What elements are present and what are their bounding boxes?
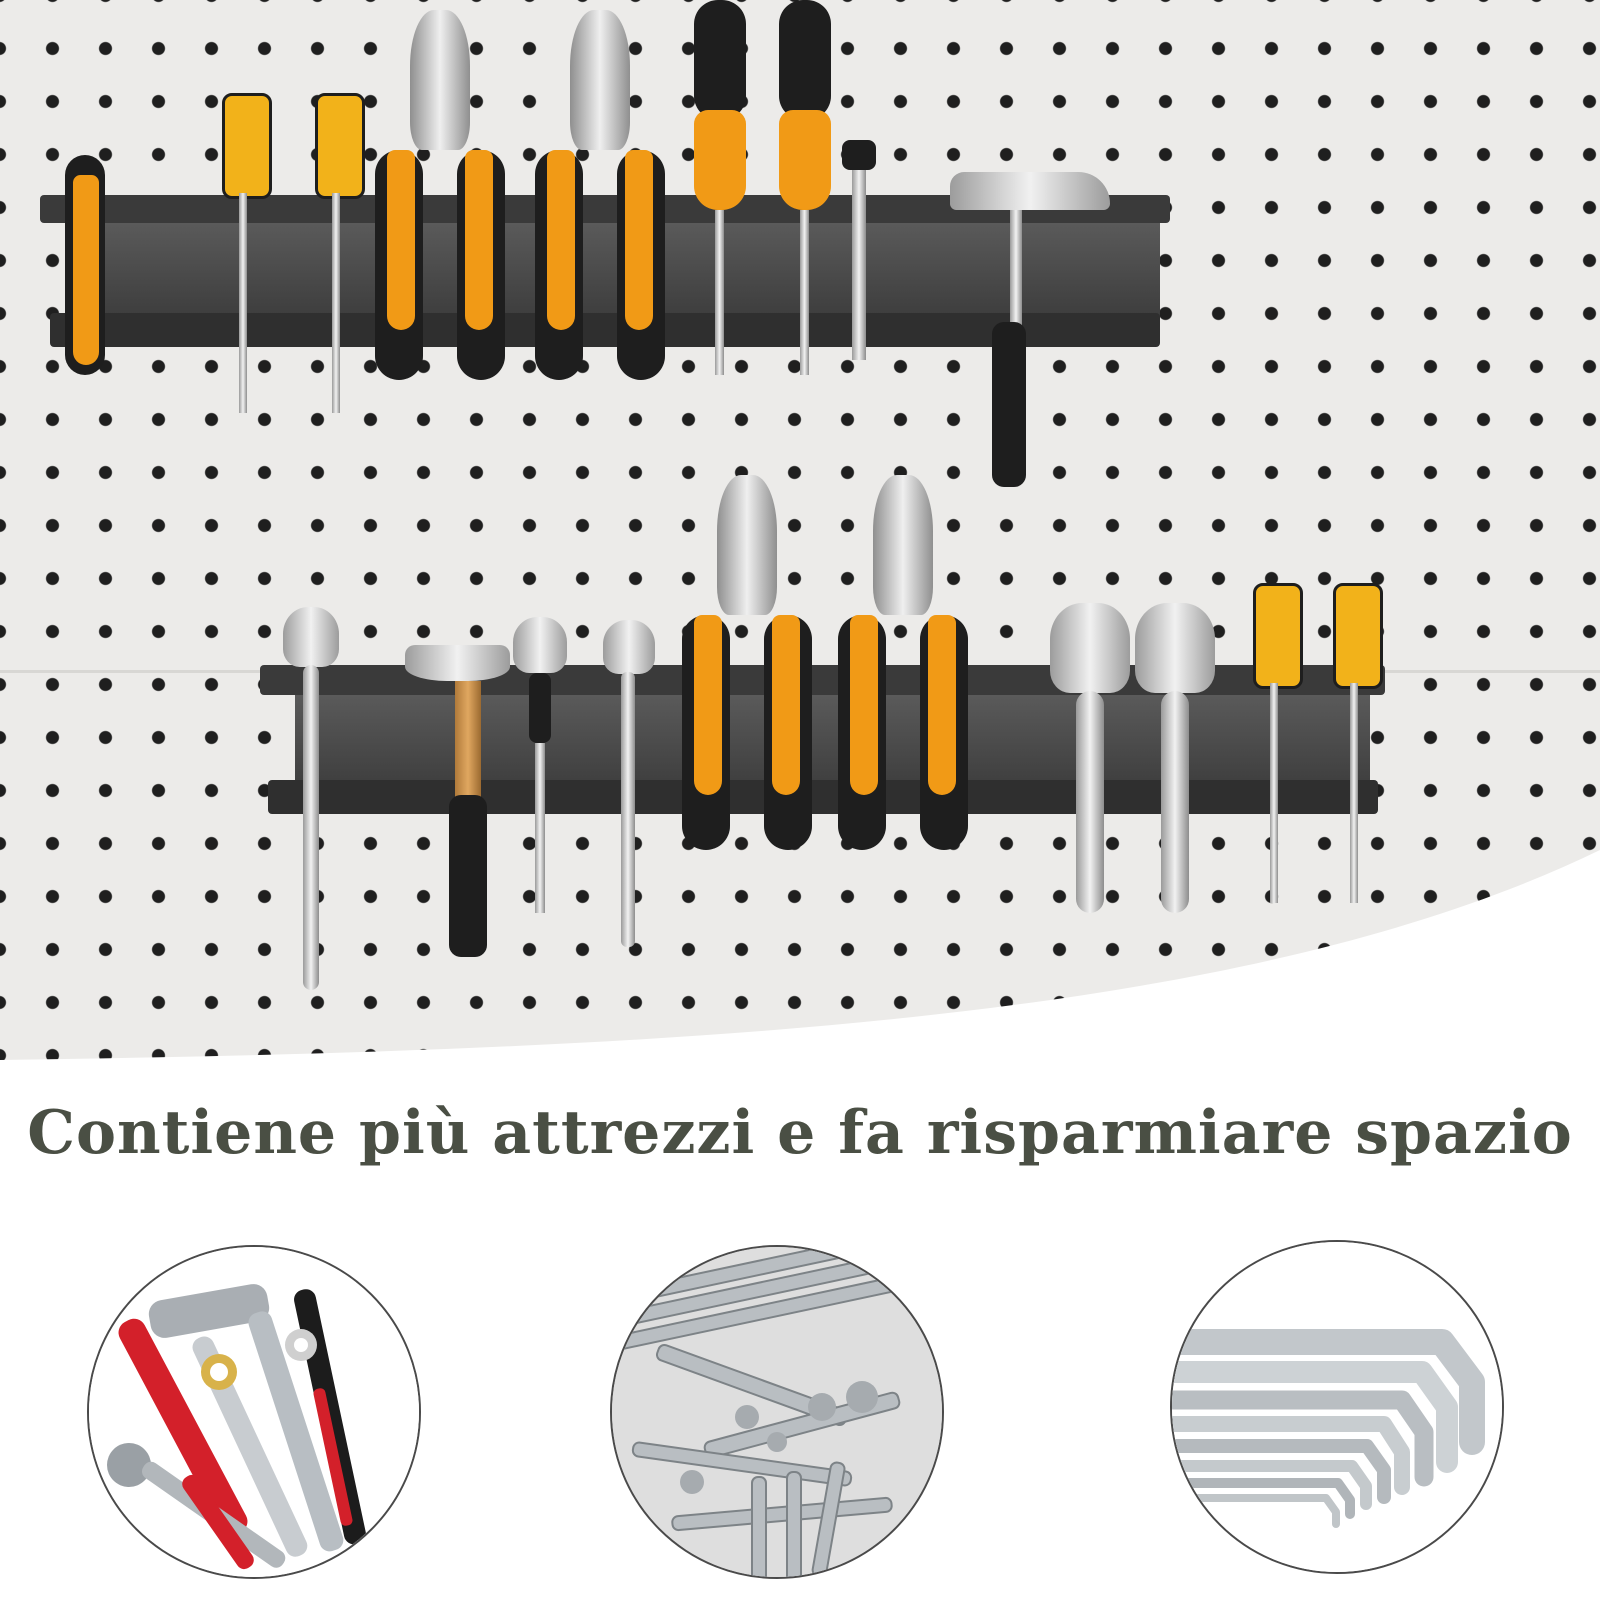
curved-divider (0, 850, 1600, 1080)
wrench-icon (513, 617, 573, 917)
wrench-icon (1135, 603, 1225, 918)
pegboard-photo (0, 0, 1600, 1080)
wrench-icon (603, 620, 663, 950)
tool-set-circle-1 (87, 1245, 421, 1579)
screwdriver-icon (690, 0, 750, 380)
pliers-icon (838, 475, 968, 850)
screwdriver-icon (840, 140, 880, 365)
screwdriver-icon (1333, 583, 1383, 908)
wrench-icon (283, 607, 343, 992)
hammer-icon (950, 172, 1120, 492)
pliers-icon (55, 95, 115, 375)
hammer-icon (405, 645, 515, 960)
pliers-icon (375, 10, 505, 380)
screwdriver-icon (1253, 583, 1303, 908)
screwdriver-icon (775, 0, 835, 380)
screwdriver-icon (222, 93, 272, 413)
pliers-icon (682, 475, 812, 850)
tool-set-circle-2 (610, 1245, 944, 1579)
screwdriver-icon (315, 93, 365, 413)
pliers-icon (535, 10, 665, 380)
headline-text: Contiene più attrezzi e fa risparmiare s… (27, 1098, 1573, 1168)
wrench-icon (1050, 603, 1140, 918)
hex-key-icon (1170, 1240, 1504, 1574)
